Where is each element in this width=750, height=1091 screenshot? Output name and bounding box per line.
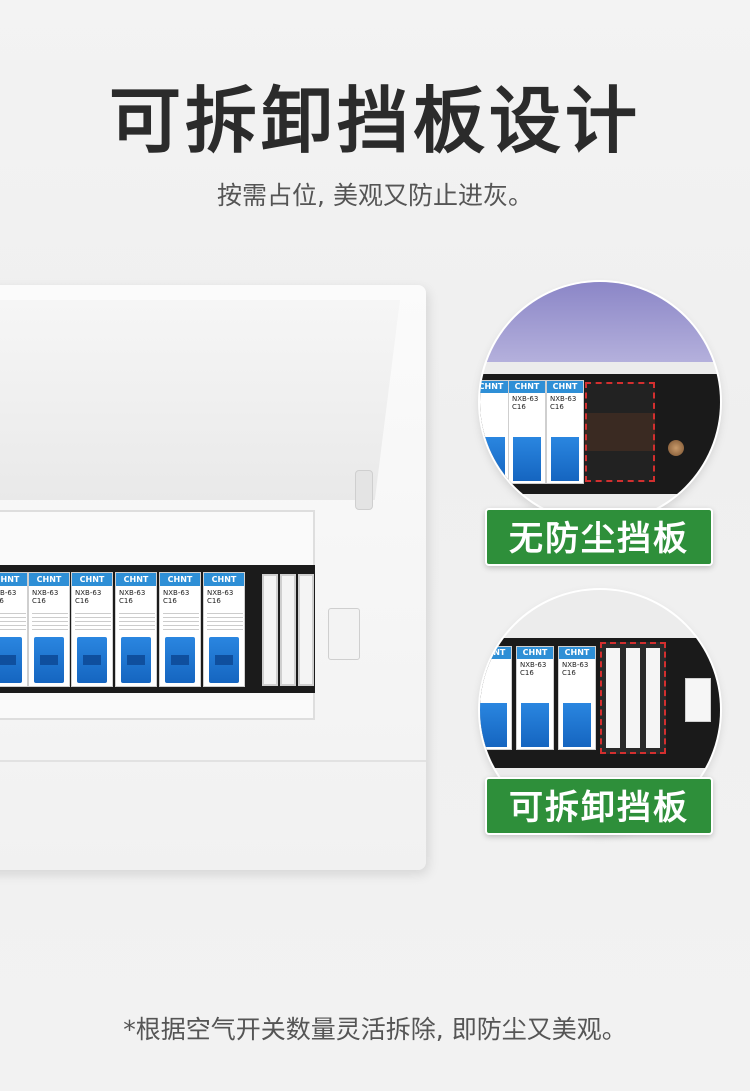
breaker-handle — [513, 437, 541, 481]
breaker-handle — [165, 637, 195, 683]
breaker: CHNT — [480, 380, 510, 484]
label-no-cover: 无防尘挡板 — [485, 508, 713, 566]
breaker-brand: CHNT — [29, 573, 69, 586]
breaker-brand: CHNT — [509, 381, 545, 393]
breaker-brand: CHNT — [0, 573, 27, 586]
breaker-handle — [480, 703, 507, 747]
breaker-brand: CHNT — [517, 647, 553, 659]
box-top-band — [480, 282, 720, 362]
blank-plate — [262, 574, 278, 686]
box-latch — [685, 678, 711, 722]
page-title: 可拆卸挡板设计 — [108, 79, 641, 163]
breaker-handle — [34, 637, 64, 683]
breaker-brand: CHNT — [116, 573, 156, 586]
label-removable-cover: 可拆卸挡板 — [485, 777, 713, 835]
page-subtitle: 按需占位, 美观又防止进灰。 — [217, 181, 533, 210]
box-bottom-edge — [0, 760, 426, 762]
breaker-brand: CHNT — [559, 647, 595, 659]
open-gap-highlight — [585, 382, 655, 482]
breaker-handle — [77, 637, 107, 683]
breaker-brand: CHNT — [547, 381, 583, 393]
box-lid — [0, 300, 400, 500]
breaker-handle — [521, 703, 549, 747]
breaker: CHNT — [480, 646, 512, 750]
breaker-handle — [209, 637, 239, 683]
breaker-brand: CHNT — [160, 573, 200, 586]
breaker-brand: CHNT — [204, 573, 244, 586]
breaker-brand: CHNT — [72, 573, 112, 586]
breaker-handle — [121, 637, 151, 683]
breaker-brand: CHNT — [480, 647, 511, 659]
footnote: *根据空气开关数量灵活拆除, 即防尘又美观。 — [123, 1015, 627, 1044]
blank-plate — [280, 574, 296, 686]
breaker-handle — [563, 703, 591, 747]
blank-plate — [298, 574, 314, 686]
breaker-handle — [551, 437, 579, 481]
screw — [668, 440, 684, 456]
box-latch — [328, 608, 360, 660]
removable-cover-highlight — [600, 642, 666, 754]
breaker-brand: CHNT — [480, 381, 509, 393]
lid-hinge — [355, 470, 373, 510]
breaker-handle — [480, 437, 505, 481]
breaker-handle — [0, 637, 22, 683]
